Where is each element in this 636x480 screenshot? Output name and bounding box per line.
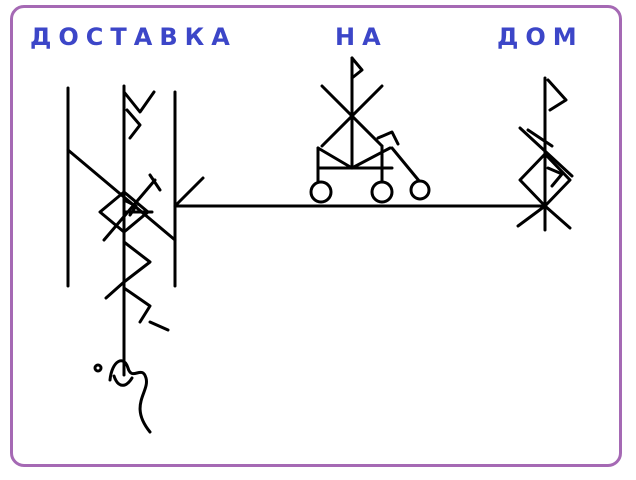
title-word-home: ДОМ	[497, 23, 584, 51]
house-rune-icon	[516, 76, 574, 232]
baby-stroller-rune-icon	[309, 56, 431, 204]
title-word-to: НА	[335, 23, 388, 51]
title-word-delivery: ДОСТАВКА	[30, 23, 237, 51]
rune-stave-left-icon	[66, 84, 205, 377]
signature-squiggle-icon	[93, 359, 152, 434]
diagram-frame	[10, 5, 622, 467]
